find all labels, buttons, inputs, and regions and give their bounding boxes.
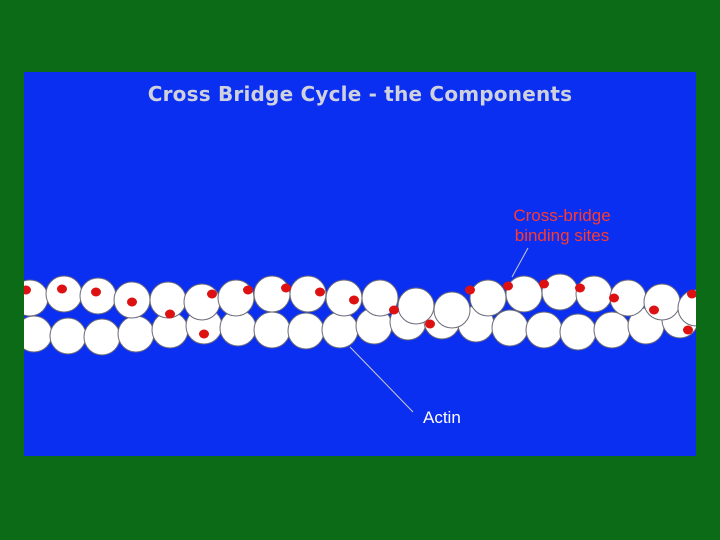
actin-bead bbox=[559, 313, 597, 351]
actin-bead bbox=[49, 317, 87, 355]
actin-bead bbox=[24, 279, 49, 317]
actin-label: Actin bbox=[423, 408, 461, 427]
binding-site-dot bbox=[649, 305, 659, 315]
binding-sites-label-line1: Cross-bridge bbox=[513, 206, 611, 225]
actin-bead bbox=[469, 279, 507, 317]
binding-site-dot bbox=[683, 325, 693, 335]
actin-bead bbox=[361, 279, 399, 317]
actin-bead bbox=[491, 309, 529, 347]
slide-title: Cross Bridge Cycle - the Components bbox=[147, 82, 573, 106]
actin-bead bbox=[117, 315, 155, 353]
leader-lines bbox=[349, 247, 529, 413]
binding-site-dot bbox=[539, 279, 549, 289]
diagram-panel: Cross Bridge Cycle - the Components Cros… bbox=[24, 72, 696, 456]
actin-bead bbox=[183, 283, 221, 321]
actin-bead bbox=[541, 273, 579, 311]
binding-site-dot bbox=[243, 285, 253, 295]
actin-bead bbox=[321, 311, 359, 349]
binding-site-dot bbox=[127, 297, 137, 307]
actin-bead bbox=[253, 311, 291, 349]
binding-site-dot bbox=[465, 285, 475, 295]
binding-site-dot bbox=[199, 329, 209, 339]
actin-leader-line bbox=[349, 346, 414, 413]
actin-bead bbox=[505, 275, 543, 313]
binding-site-dot bbox=[503, 281, 513, 291]
binding-sites-label-line2: binding sites bbox=[514, 226, 610, 245]
actin-bead bbox=[83, 318, 121, 356]
binding-site-dot bbox=[609, 293, 619, 303]
actin-bead bbox=[217, 279, 255, 317]
binding-site-dot bbox=[349, 295, 359, 305]
actin-bead bbox=[575, 275, 613, 313]
actin-bead bbox=[45, 275, 83, 313]
actin-filament-diagram bbox=[24, 247, 696, 413]
actin-bead bbox=[24, 315, 53, 353]
actin-bead bbox=[593, 311, 631, 349]
binding-site-dot bbox=[425, 319, 435, 329]
binding-site-dot bbox=[91, 287, 101, 297]
binding-sites-leader-line bbox=[511, 247, 529, 278]
actin-bead bbox=[643, 283, 681, 321]
binding-site-dot bbox=[165, 309, 175, 319]
binding-sites bbox=[24, 279, 696, 339]
binding-site-dot bbox=[389, 305, 399, 315]
binding-site-dot bbox=[315, 287, 325, 297]
binding-site-dot bbox=[207, 289, 217, 299]
actin-bead bbox=[677, 289, 696, 327]
binding-site-dot bbox=[24, 285, 31, 295]
binding-sites-label: Cross-bridge binding sites bbox=[482, 206, 642, 246]
actin-bead bbox=[253, 275, 291, 313]
binding-site-dot bbox=[687, 289, 696, 299]
actin-bead bbox=[525, 311, 563, 349]
binding-site-dot bbox=[575, 283, 585, 293]
binding-site-dot bbox=[281, 283, 291, 293]
actin-bead bbox=[397, 287, 435, 325]
actin-bead bbox=[287, 312, 325, 350]
actin-bead bbox=[433, 291, 471, 329]
binding-site-dot bbox=[57, 284, 67, 294]
